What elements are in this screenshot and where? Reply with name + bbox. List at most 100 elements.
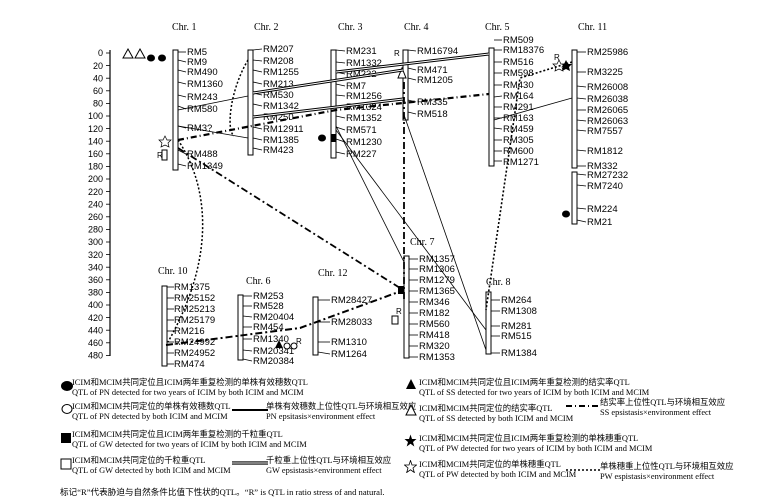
marker-label: RM26008	[587, 82, 628, 93]
marker-label: RM28033	[331, 317, 372, 328]
ss-open-triangle-icon	[405, 404, 417, 416]
marker-label: RM26065	[587, 105, 628, 116]
gw-open-square-icon	[391, 315, 399, 325]
marker-label: RM346	[419, 297, 450, 308]
marker-label: RM1306	[419, 264, 455, 275]
pn-filled-ellipse-icon	[158, 54, 166, 62]
marker-label: RM471	[417, 65, 448, 76]
marker-label: RM518	[417, 109, 448, 120]
marker-label: RM231	[346, 46, 377, 57]
marker-label: RM26038	[587, 94, 628, 105]
marker-label: RM1352	[346, 113, 382, 124]
marker-label: RM305	[503, 135, 534, 146]
marker-label: RM1360	[187, 79, 223, 90]
scale-label: 100	[88, 111, 103, 121]
scale-label: 340	[88, 262, 103, 272]
scale-label: 380	[88, 288, 103, 298]
marker-label: RM1310	[331, 337, 367, 348]
marker-label: RM528	[253, 301, 284, 312]
scale-label: 80	[93, 99, 103, 109]
marker-label: RM9	[187, 57, 207, 68]
pn-epistasis-line-icon	[232, 409, 268, 411]
ss-open-triangle-icon	[134, 47, 146, 59]
marker-label: RM1340	[253, 334, 289, 345]
marker-label: RM580	[187, 104, 218, 115]
scale-ruler: 0204060801001201401601802002202402602803…	[88, 48, 111, 361]
marker-label: RM1332	[346, 58, 382, 69]
marker-label: RM208	[263, 56, 294, 67]
marker-label: RM16794	[417, 46, 458, 57]
marker-label: RM454	[253, 322, 284, 333]
gw-open-square-icon	[161, 149, 168, 161]
chr-1-bar	[172, 49, 179, 171]
chr-11-bar-upper	[571, 49, 578, 169]
marker-label: RM1279	[419, 275, 455, 286]
pn-filled-ellipse-icon	[61, 381, 73, 391]
chr-2-title: Chr. 2	[254, 22, 278, 33]
marker-label: RM25213	[174, 304, 215, 315]
marker-label: RM1812	[587, 146, 623, 157]
chr-3-title: Chr. 3	[338, 22, 362, 33]
chr-11-bar-lower	[571, 171, 578, 225]
chr-12-bar	[312, 296, 319, 356]
marker-label: RM27232	[587, 170, 628, 181]
marker-label: RM1308	[501, 306, 537, 317]
marker-label: RM459	[503, 124, 534, 135]
marker-label: RM25179	[174, 315, 215, 326]
marker-label: RM418	[419, 330, 450, 341]
marker-label: RM28427	[331, 295, 372, 306]
marker-label: RM530	[263, 90, 294, 101]
r-marker: R	[157, 151, 163, 160]
marker-label: RM320	[419, 341, 450, 352]
marker-label: RM5	[187, 47, 207, 58]
marker-label: RM1353	[419, 352, 455, 363]
gw-open-square-icon	[60, 458, 72, 470]
scale-label: 200	[88, 174, 103, 184]
pw-epistasis-line-icon	[566, 469, 600, 471]
scale-label: 160	[88, 149, 103, 159]
chr-8-bar	[485, 291, 492, 355]
scale-label: 440	[88, 325, 103, 335]
chr-10-bar	[161, 285, 168, 367]
marker-label: RM26063	[587, 116, 628, 127]
marker-label: RM18376	[503, 45, 544, 56]
marker-label: RM1256	[346, 91, 382, 102]
marker-label: RM515	[501, 331, 532, 342]
chr-7-bar	[403, 255, 410, 359]
r-marker: R	[296, 337, 302, 346]
pw-filled-star-icon	[560, 60, 572, 71]
marker-label: RM509	[503, 35, 534, 46]
marker-label: RM7240	[587, 181, 623, 192]
marker-label: RM164	[503, 91, 534, 102]
scale-label: 280	[88, 225, 103, 235]
pw-open-star-icon	[158, 135, 172, 148]
epistasis-lines	[165, 52, 573, 351]
marker-label: RM1205	[417, 75, 453, 86]
scale-label: 40	[93, 73, 103, 83]
marker-label: RM291	[503, 102, 534, 113]
scale-label: 0	[98, 48, 103, 58]
chr-12-title: Chr. 12	[318, 268, 347, 279]
marker-label: RM25986	[587, 47, 628, 58]
scale-label: 240	[88, 199, 103, 209]
marker-label: RM1271	[503, 157, 539, 168]
marker-label: RM213	[263, 79, 294, 90]
marker-label: RM560	[419, 319, 450, 330]
qtl-symbols: R R R R R	[122, 47, 572, 350]
chr-6-bar	[237, 294, 244, 361]
scale-label: 260	[88, 212, 103, 222]
marker-label: RM332	[587, 161, 618, 172]
scale-label: 300	[88, 237, 103, 247]
marker-label: RM490	[187, 67, 218, 78]
marker-label: RM25152	[174, 293, 215, 304]
marker-label: RM253	[253, 291, 284, 302]
marker-label: RM182	[419, 308, 450, 319]
